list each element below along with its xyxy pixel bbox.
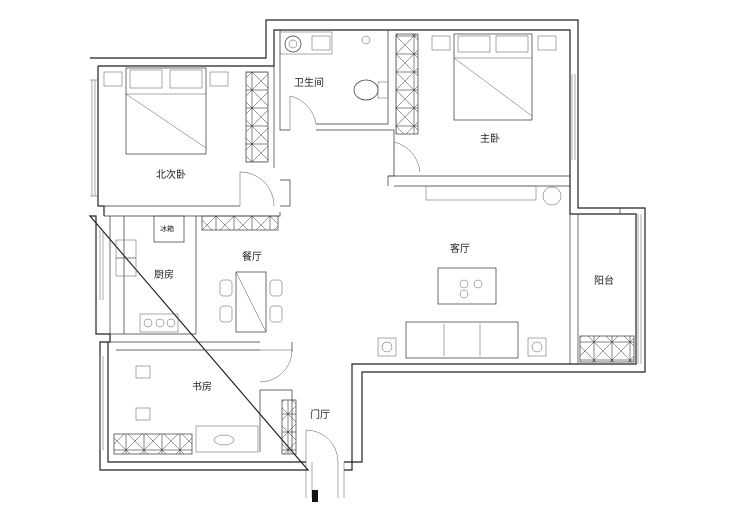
- room-label-fridge: 冰箱: [160, 224, 174, 233]
- entrance-marker-icon: [312, 490, 318, 502]
- wardrobe-icon: [113, 33, 635, 455]
- room-label-master-bedroom: 主卧: [480, 132, 500, 145]
- windows: [90, 74, 642, 450]
- study-furniture: [135, 365, 259, 453]
- bathroom-fixtures: [279, 31, 389, 101]
- room-label-balcony: 阳台: [594, 274, 614, 287]
- room-label-bathroom: 卫生间: [294, 76, 324, 89]
- room-label-living: 客厅: [450, 242, 470, 255]
- room-label-kitchen: 厨房: [154, 268, 174, 281]
- sink-icon: [284, 35, 331, 53]
- room-label-north-bedroom: 北次卧: [156, 168, 186, 181]
- room-label-study: 书房: [192, 380, 212, 393]
- sink-icon: [115, 239, 137, 277]
- living-furniture: [377, 185, 562, 359]
- stove-icon: [139, 313, 179, 333]
- kitchen-fixtures: [115, 215, 185, 333]
- sofa-icon: [405, 321, 519, 359]
- outer-walls: [88, 19, 646, 471]
- toilet-icon: [353, 79, 389, 101]
- table-icon: [219, 271, 283, 333]
- bed-icon: [103, 33, 557, 155]
- room-label-foyer: 门厅: [310, 408, 330, 421]
- room-label-dining: 餐厅: [242, 250, 262, 263]
- interior-walls: [98, 30, 621, 452]
- doors: [239, 95, 421, 498]
